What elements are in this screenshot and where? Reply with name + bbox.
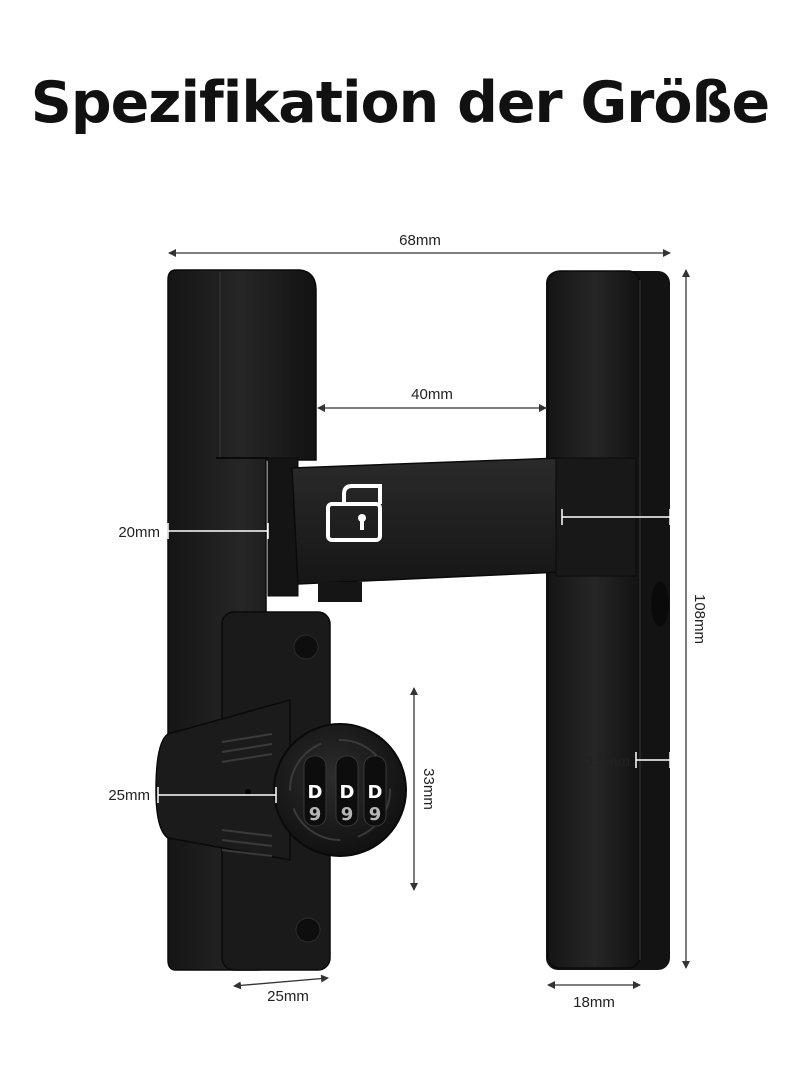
dim-label-overall-width: 68mm <box>399 232 441 249</box>
dim-label-gap: 40mm <box>411 386 453 403</box>
dial-wheel-2: D 9 <box>335 755 359 827</box>
handle-screw-hole <box>651 582 669 626</box>
dim-label-base-width: 25mm <box>267 988 309 1005</box>
dial-wheel-1: D 9 <box>303 755 327 827</box>
dial-3-bottom-digit: 9 <box>369 804 382 825</box>
dim-label-bar-height: 20mm <box>118 524 160 541</box>
dim-line-handle-thickness <box>635 752 671 768</box>
off-screw <box>295 917 321 943</box>
right-handle <box>546 270 670 970</box>
dim-label-dial-length: 25mm <box>108 787 150 804</box>
dim-label-handle-thickness: 10.5mm <box>576 753 630 770</box>
combination-dial: D 9 D 9 D 9 <box>155 699 407 861</box>
padlock-icon <box>326 484 382 542</box>
dim-label-dial-height: 33mm <box>420 768 437 810</box>
dim-label-overall-height: 108mm <box>691 594 708 644</box>
dial-wheel-3: D 9 <box>363 755 387 827</box>
dial-2-bottom-digit: 9 <box>341 804 354 825</box>
dim-label-handle-width: 18mm <box>573 994 615 1011</box>
dim-line-base-width <box>233 974 329 990</box>
on-screw <box>293 634 319 660</box>
on-label: ON <box>247 635 277 656</box>
dial-3-top-digit: D <box>368 782 383 803</box>
dim-line-bar-height <box>167 509 671 539</box>
dial-1-top-digit: D <box>308 782 323 803</box>
off-label: OFF <box>242 922 282 943</box>
page-title: Spezifikation der Größe <box>30 70 770 136</box>
dim-line-dial-length <box>157 787 277 803</box>
dial-2-top-digit: D <box>340 782 355 803</box>
dial-1-bottom-digit: 9 <box>309 804 322 825</box>
